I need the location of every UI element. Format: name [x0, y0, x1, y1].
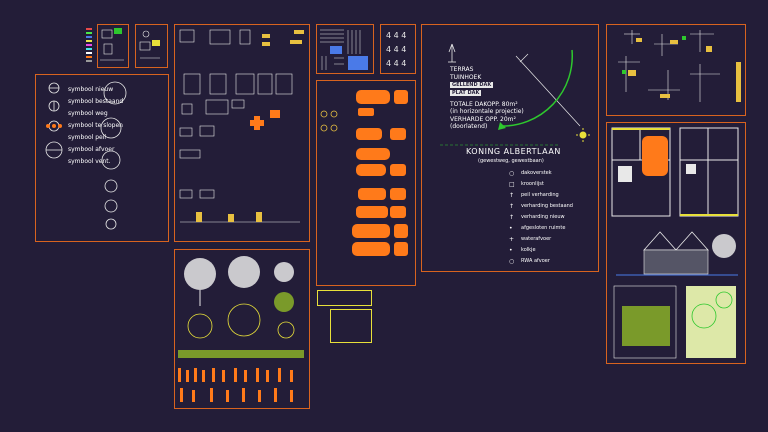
site-legend-icon: •: [509, 225, 513, 232]
site-legend-label: peil verharding: [521, 192, 559, 198]
site-plan-panel[interactable]: [421, 24, 599, 272]
site-legend-label: kolkje: [521, 247, 536, 253]
roof-area-note: (in horizontale projectie): [450, 108, 524, 115]
legend-row-label: symbool vent.: [68, 158, 111, 165]
legend-row-label: symbool nieuw: [68, 86, 114, 93]
site-legend-icon: □: [509, 181, 515, 188]
site-legend-icon: +: [509, 236, 515, 243]
svg-text:4 4 4: 4 4 4: [386, 59, 406, 68]
site-legend-icon: •: [509, 247, 513, 254]
street-title: KONING ALBERTLAAN: [466, 147, 561, 156]
symbol-legend-panel[interactable]: [35, 74, 169, 242]
site-info-line: TUINHOEK: [450, 74, 482, 81]
site-legend-icon: ○: [509, 258, 515, 265]
paved-area-note: (doorlatend): [450, 123, 488, 130]
site-legend-label: verharding nieuw: [521, 214, 565, 220]
street-subtitle: (gewestweg, gewestbaan): [478, 158, 544, 164]
site-legend-label: kroonlijst: [521, 181, 544, 187]
site-info-line: TERRAS: [450, 66, 474, 73]
site-info-badge: PLAT DAK: [450, 90, 482, 96]
floorplan-panel[interactable]: [606, 122, 746, 364]
sun-icon: [576, 128, 590, 142]
site-legend-label: waterafvoer: [521, 236, 552, 242]
svg-text:4 4 4: 4 4 4: [386, 45, 406, 54]
site-legend-icon: ↑: [509, 203, 515, 210]
site-legend-icon: ↑: [509, 214, 515, 221]
site-legend-label: verharding bestaand: [521, 203, 573, 209]
site-legend-label: RWA afvoer: [521, 258, 550, 264]
trees-people-panel[interactable]: [174, 249, 310, 409]
legend-row-label: symbool peil: [68, 134, 107, 141]
arrow-symbols-panel[interactable]: [380, 24, 416, 74]
site-legend-icon: ○: [509, 170, 515, 177]
roof-area-label: TOTALE DAKOPP. 80m²: [450, 101, 518, 108]
site-legend-icon: ↑: [509, 192, 515, 199]
small-plan-a[interactable]: [317, 290, 372, 306]
svg-text:4 4 4: 4 4 4: [386, 31, 406, 40]
site-info-badge: GELLEND DAK: [450, 82, 494, 88]
swatch-panel-b[interactable]: [135, 24, 168, 68]
furniture-blocks-panel[interactable]: [174, 24, 310, 242]
legend-row-label: symbool weg: [68, 110, 108, 117]
legend-row-label: symbool bestaand: [68, 98, 124, 105]
legend-row-label: symbool afvoer: [68, 146, 115, 153]
hatch-patterns-panel[interactable]: [316, 24, 374, 74]
north-arrow-icon: [448, 43, 456, 63]
small-plan-b[interactable]: [330, 309, 372, 343]
swatch-panel-a[interactable]: [97, 24, 129, 68]
details-panel[interactable]: [606, 24, 746, 116]
paved-area-label: VERHARDE OPP. 20m²: [450, 116, 516, 123]
site-legend-label: dakoverstek: [521, 170, 552, 176]
color-swatch-icon: [86, 28, 92, 62]
legend-row-label: symbool te slopen: [68, 122, 123, 129]
vehicles-panel[interactable]: [316, 80, 416, 286]
site-legend-label: afgesloten ruimte: [521, 225, 566, 231]
